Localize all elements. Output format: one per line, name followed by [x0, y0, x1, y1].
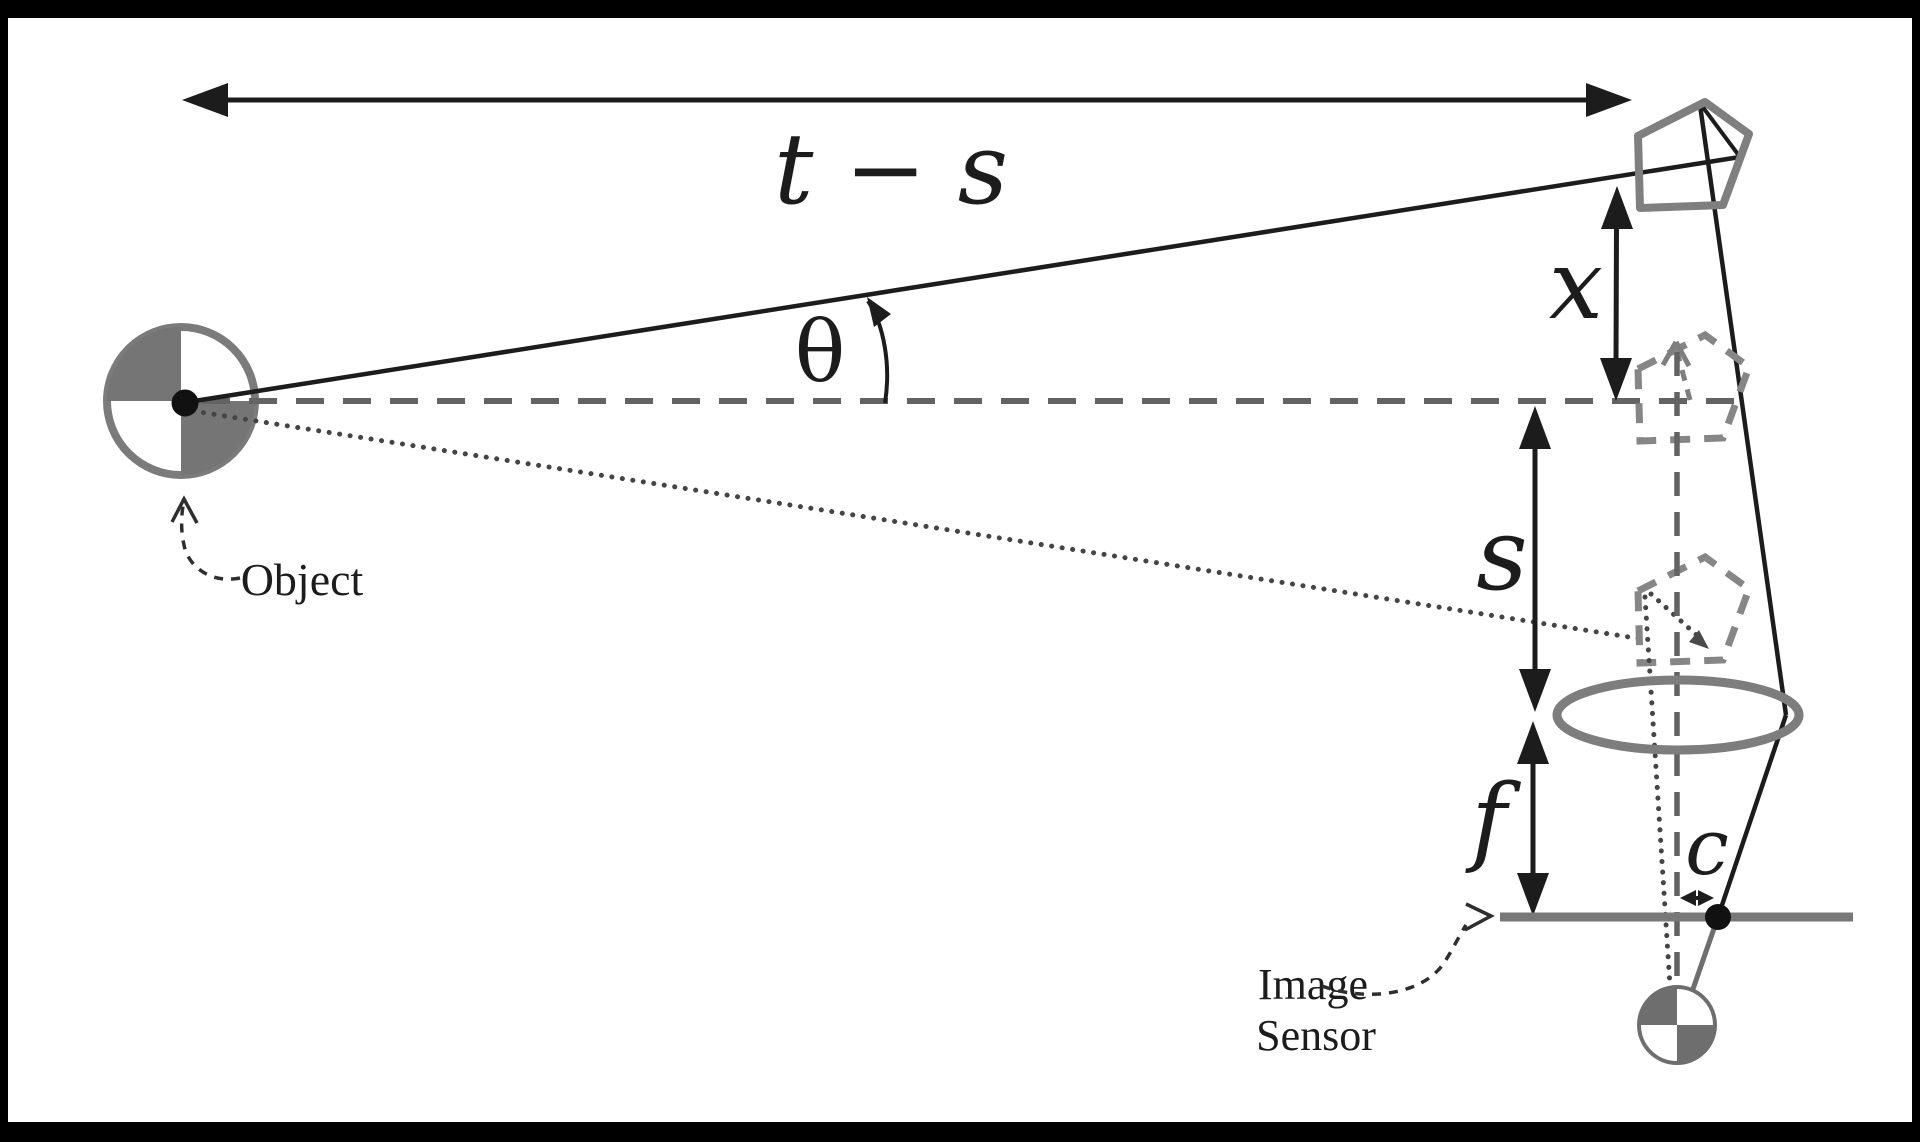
x-arrowhead-up	[1601, 186, 1633, 229]
baseline-distance-label: t − s	[774, 113, 1008, 227]
image-sensor-pointer-curve	[1321, 924, 1468, 997]
f-arrowhead-down	[1517, 873, 1549, 916]
diagram-canvas	[8, 18, 1912, 1122]
lens-ellipse	[1552, 675, 1804, 755]
f-dimension-arrow	[1517, 721, 1549, 916]
f-arrowhead-up	[1517, 721, 1549, 764]
x-dimension-line	[1613, 222, 1619, 365]
object-pointer-arrowhead	[170, 495, 199, 524]
c-arrowhead-left	[1680, 890, 1696, 906]
theta-label: θ	[795, 303, 846, 401]
image-point-dot	[1705, 904, 1731, 930]
ghost-lower-dotted-ray	[1648, 591, 1704, 642]
c-arrowhead-right	[1698, 890, 1714, 906]
ghost-upper-arrowhead-left	[1660, 340, 1679, 367]
s-arrowhead-down	[1519, 669, 1551, 712]
object-center-dot	[171, 389, 199, 417]
image-spot-quadrant-nw	[1639, 987, 1677, 1025]
sensor-displacement-label: c	[1685, 803, 1729, 893]
pentaprism-ghost-upper	[1634, 330, 1754, 445]
s-offset-label: s	[1476, 496, 1527, 613]
image-sensor-pointer-arrowhead	[1464, 902, 1495, 932]
object-circle-quadrant-nw	[107, 327, 181, 401]
image-sensor-caption-line1: Image	[1258, 960, 1368, 1009]
baseline-arrowhead-left	[182, 83, 228, 117]
ghost-lower-dotted-arrowhead	[1689, 630, 1709, 649]
c-dimension-arrow	[1680, 890, 1714, 906]
theta-angle-arc	[866, 297, 891, 404]
s-arrowhead-up	[1519, 406, 1551, 449]
object-pointer-curve	[179, 505, 241, 581]
x-arrowhead-down	[1600, 358, 1632, 401]
chief-ray-incoming	[187, 154, 1741, 405]
ghost-upper-arrow-stem	[1675, 354, 1693, 401]
image-sensor-caption-line2: Sensor	[1256, 1011, 1376, 1060]
prism-reflection-segment	[1700, 104, 1742, 159]
baseline-span-arrow	[182, 83, 1632, 117]
lens-refracted-ray	[1715, 714, 1789, 918]
ghost-ray-dotted	[190, 408, 1651, 643]
x-offset-label: x	[1549, 229, 1603, 341]
theta-arc-arrowhead	[867, 297, 891, 327]
object-pointer-arrow	[170, 495, 241, 581]
image-spot-circle	[1637, 985, 1717, 1065]
s-dimension-arrow	[1519, 406, 1551, 712]
pentaprism-ghost-lower	[1634, 552, 1754, 667]
x-dimension-arrow	[1600, 186, 1633, 401]
image-spot-quadrant-se	[1677, 1025, 1715, 1063]
ghost-upper-arrowhead-right	[1673, 340, 1692, 368]
baseline-arrowhead-right	[1586, 83, 1632, 117]
object-caption: Object	[241, 554, 364, 605]
image-sensor-pointer-arrow	[1321, 902, 1495, 997]
dotted-axis-ray	[1642, 594, 1673, 989]
pentaprism-solid	[1634, 98, 1753, 212]
image-sensor-caption: Image Sensor	[1256, 960, 1376, 1060]
